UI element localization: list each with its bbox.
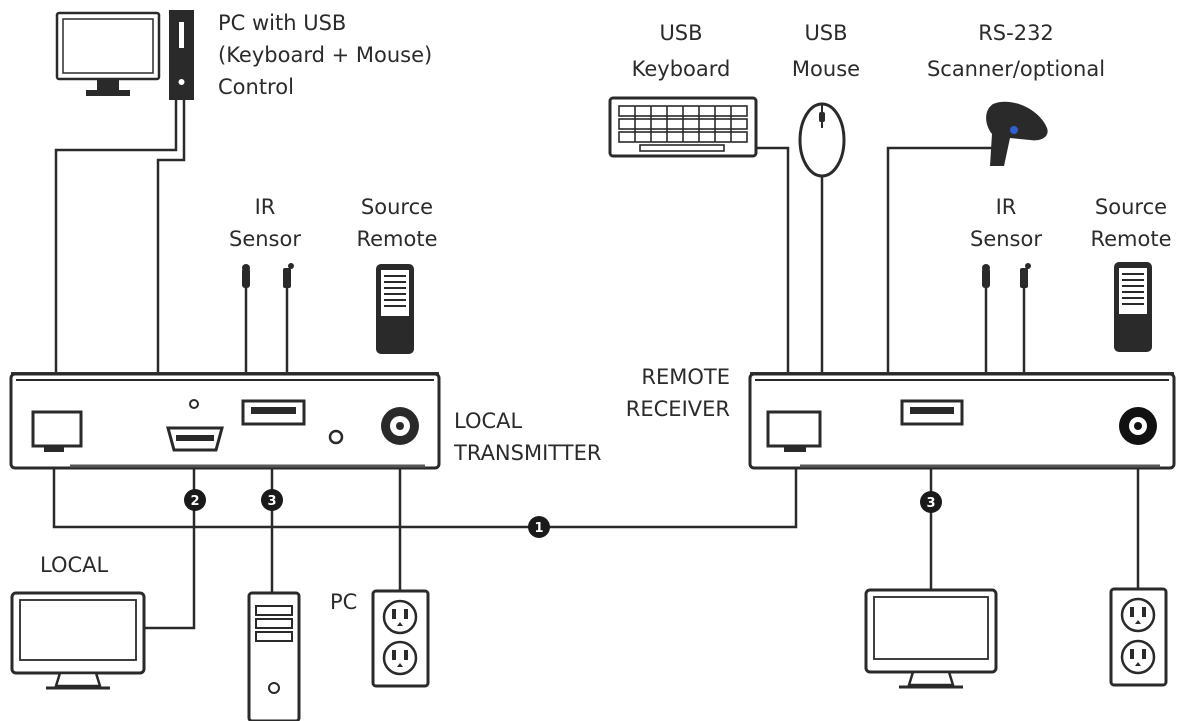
ethernet-port-icon xyxy=(766,410,822,448)
local-monitor xyxy=(10,591,146,690)
label-usb-keyboard: USB Keyboard xyxy=(632,21,731,81)
label-rs232-scanner: RS-232 Scanner/optional xyxy=(927,21,1105,81)
svg-text:Remote: Remote xyxy=(356,227,437,251)
scanner-icon xyxy=(986,101,1048,166)
wire-connection-2 xyxy=(142,452,196,630)
svg-text:LOCAL: LOCAL xyxy=(454,409,523,433)
wires xyxy=(52,100,1140,630)
ir-sensor-right xyxy=(982,263,1031,288)
svg-text:Scanner/optional: Scanner/optional xyxy=(927,57,1105,81)
wire-pc-usb-1 xyxy=(54,100,178,372)
ir-sensor-left xyxy=(242,263,294,288)
label-pc-with-usb: PC with USB (Keyboard + Mouse) Control xyxy=(218,11,432,99)
wire-connection-1 xyxy=(52,452,798,529)
pc-with-usb xyxy=(55,10,194,100)
badge-connection-3-right: 3 xyxy=(920,491,942,513)
pc-tower xyxy=(247,591,301,721)
ir-sensor-icon xyxy=(982,268,990,288)
button-icon xyxy=(328,429,344,445)
svg-text:2: 2 xyxy=(190,494,199,509)
ethernet-port-icon xyxy=(31,410,83,448)
power-outlet-left xyxy=(371,589,430,688)
badge-connection-3-left: 3 xyxy=(261,489,283,511)
svg-text:USB: USB xyxy=(659,21,702,45)
remote-receiver xyxy=(748,372,1176,470)
monitor-icon xyxy=(55,11,161,81)
label-usb-mouse: USB Mouse xyxy=(792,21,860,81)
svg-text:Sensor: Sensor xyxy=(229,227,301,251)
svg-text:PC with USB: PC with USB xyxy=(218,11,346,35)
source-remote-left xyxy=(376,264,414,354)
ir-sensor-icon xyxy=(242,268,250,288)
power-outlet-right xyxy=(1109,587,1168,687)
svg-text:Sensor: Sensor xyxy=(970,227,1042,251)
led-icon xyxy=(189,399,199,409)
svg-text:IR: IR xyxy=(996,195,1017,219)
label-ir-sensor-left: IR Sensor xyxy=(229,195,301,251)
svg-text:IR: IR xyxy=(255,195,276,219)
wire-scanner xyxy=(886,146,992,372)
svg-text:RECEIVER: RECEIVER xyxy=(626,397,730,421)
local-transmitter xyxy=(9,372,441,470)
wire-pc-usb-2 xyxy=(156,100,186,372)
svg-text:Mouse: Mouse xyxy=(792,57,860,81)
svg-text:1: 1 xyxy=(534,521,543,536)
wire-keyboard xyxy=(754,146,790,372)
rs232-scanner xyxy=(986,101,1048,166)
remote-monitor xyxy=(864,588,998,689)
svg-text:3: 3 xyxy=(926,496,935,511)
ir-emitter-icon xyxy=(283,268,291,288)
svg-text:Control: Control xyxy=(218,75,294,99)
svg-text:RS-232: RS-232 xyxy=(978,21,1054,45)
source-remote-right xyxy=(1114,262,1152,352)
label-local-transmitter: LOCAL TRANSMITTER xyxy=(453,409,601,465)
monitor-icon xyxy=(10,591,146,675)
svg-text:3: 3 xyxy=(267,494,276,509)
connection-badges: 1 2 3 3 xyxy=(184,489,942,538)
label-pc: PC xyxy=(330,590,357,614)
svg-text:REMOTE: REMOTE xyxy=(641,365,730,389)
label-remote-receiver: REMOTE RECEIVER xyxy=(626,365,730,421)
badge-connection-1: 1 xyxy=(528,516,550,538)
svg-text:(Keyboard + Mouse): (Keyboard + Mouse) xyxy=(218,43,432,67)
badge-connection-2: 2 xyxy=(184,489,206,511)
svg-text:Keyboard: Keyboard xyxy=(632,57,731,81)
svg-text:TRANSMITTER: TRANSMITTER xyxy=(453,441,601,465)
svg-text:Source: Source xyxy=(1095,195,1167,219)
label-local: LOCAL xyxy=(40,553,109,577)
label-source-remote-left: Source Remote xyxy=(356,195,437,251)
svg-text:Remote: Remote xyxy=(1090,227,1171,251)
labels: PC with USB (Keyboard + Mouse) Control I… xyxy=(40,11,1172,614)
svg-text:USB: USB xyxy=(804,21,847,45)
ir-emitter-icon xyxy=(1020,268,1028,288)
label-source-remote-right: Source Remote xyxy=(1090,195,1171,251)
usb-keyboard xyxy=(608,96,758,158)
label-ir-sensor-right: IR Sensor xyxy=(970,195,1042,251)
svg-text:Source: Source xyxy=(361,195,433,219)
usb-mouse xyxy=(798,102,846,178)
